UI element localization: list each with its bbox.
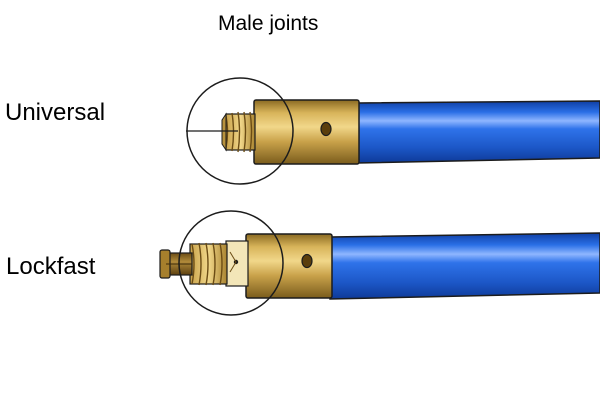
universal-rod-assembly	[186, 77, 600, 185]
lockfast-rod-assembly	[159, 210, 600, 316]
universal-brass-ferrule	[253, 99, 360, 165]
universal-screw-hole	[320, 121, 332, 137]
universal-blue-rod	[357, 100, 600, 164]
label-universal: Universal	[5, 99, 106, 126]
lockfast-brass-ferrule	[245, 233, 333, 299]
universal-thread	[221, 111, 256, 153]
label-lockfast: Lockfast	[6, 253, 96, 280]
universal-highlight-circle	[186, 77, 294, 185]
lockfast-thread	[189, 242, 228, 286]
lockfast-blue-rod	[329, 232, 600, 300]
diagram-heading: Male joints	[218, 12, 319, 35]
lockfast-screw-hole	[301, 253, 313, 269]
lockfast-pin-tip	[159, 249, 193, 279]
lockfast-highlight-circle	[178, 210, 284, 316]
